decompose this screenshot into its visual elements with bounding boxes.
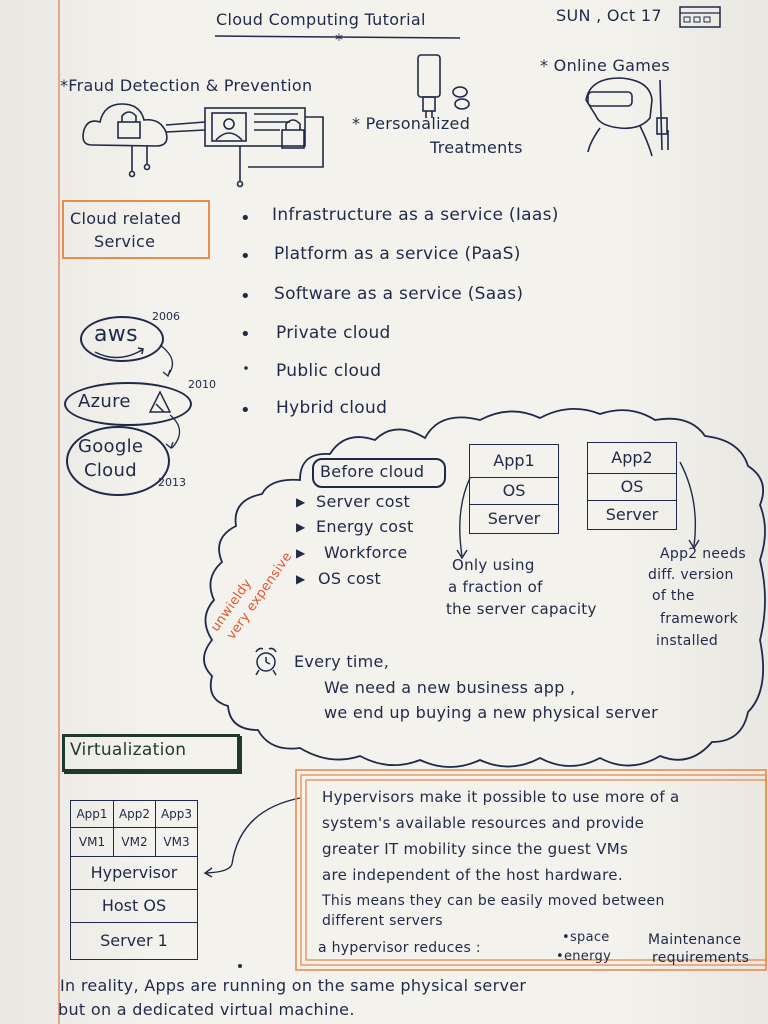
gamer-helmet-icon [585, 77, 669, 157]
before-cloud-title-box [312, 458, 446, 488]
reduces-item: •space [562, 930, 610, 945]
app2-cell: App2 [587, 442, 677, 474]
app2-note-5: installed [656, 633, 719, 649]
bullet: • [240, 286, 251, 307]
everytime-3: we end up buying a new physical server [324, 703, 658, 722]
reduces-label: a hypervisor reduces : [318, 940, 481, 956]
cost-item: Energy cost [316, 517, 414, 536]
cloud-service-label-1: Cloud related [70, 209, 182, 228]
aws-oval [80, 316, 164, 362]
cost-item: Server cost [316, 492, 411, 511]
bullet: • [240, 208, 251, 229]
hypervisor-note-line: Hypervisors make it possible to use more… [322, 788, 680, 806]
cost-item: Workforce [324, 543, 408, 562]
hypervisor-note-line: This means they can be easily moved betw… [322, 893, 665, 909]
aws-logo: aws [94, 322, 138, 347]
service-item: Infrastructure as a service (Iaas) [272, 205, 559, 225]
reduces-tail-1: Maintenance [648, 932, 742, 948]
bullet: • [240, 324, 251, 345]
app1-cell: App1 [469, 444, 559, 478]
use-case-fraud: *Fraud Detection & Prevention [60, 76, 313, 95]
device-lock-icon [204, 107, 324, 188]
reduces-tail-2: requirements [652, 950, 750, 966]
bullet-arrow-icon: ▶ [296, 520, 306, 534]
asterisk: * [335, 30, 343, 49]
cost-item: OS cost [318, 569, 382, 588]
virtualization-title-box [62, 734, 240, 772]
before-cloud-title: Before cloud [320, 462, 425, 481]
vm-cell: VM3 [155, 827, 198, 857]
server-cell: Server 1 [70, 922, 198, 960]
hypervisor-cell: Hypervisor [70, 856, 198, 890]
bullet-arrow-icon: ▶ [296, 572, 306, 586]
service-item: Hybrid cloud [276, 398, 388, 418]
use-case-games: * Online Games [540, 56, 670, 75]
service-item: Platform as a service (PaaS) [274, 244, 521, 264]
use-case-personalized-2: Treatments [430, 138, 523, 157]
medicine-vial-icon [417, 54, 470, 118]
everytime-2: We need a new business app , [324, 678, 576, 697]
google-label-2: Cloud [84, 460, 137, 481]
app1-server-cell: Server [469, 504, 559, 534]
page-date: SUN , Oct 17 [556, 6, 662, 25]
footer-line-1: In reality, Apps are running on the same… [60, 976, 527, 995]
hypervisor-note-line: different servers [322, 913, 443, 929]
app2-note-4: framework [660, 611, 739, 627]
vm-cell: VM1 [70, 827, 114, 857]
hypervisor-note-line: system's available resources and provide [322, 814, 645, 832]
app2-server-cell: Server [587, 500, 677, 530]
bullet-arrow-icon: ▶ [296, 495, 306, 509]
everytime-1: Every time, [294, 652, 390, 671]
host-os-cell: Host OS [70, 889, 198, 923]
title-underline [214, 35, 461, 39]
vm-cell: VM2 [113, 827, 156, 857]
calendar-icon [679, 6, 721, 28]
aws-year: 2006 [152, 310, 180, 323]
fraction-note-3: the server capacity [446, 600, 597, 618]
reduces-item: •energy [556, 949, 612, 964]
google-year: 2013 [158, 476, 186, 489]
alarm-clock-icon [255, 647, 277, 676]
app2-note-2: diff. version [648, 567, 734, 583]
app2-os-cell: OS [587, 473, 677, 501]
service-item: Public cloud [276, 361, 382, 381]
bullet: • [240, 246, 251, 267]
vm-app-cell: App2 [113, 800, 156, 828]
hypervisor-note-border-3 [305, 779, 767, 961]
app1-os-cell: OS [469, 477, 559, 505]
service-item: Private cloud [276, 323, 391, 343]
before-cloud-outline [203, 407, 766, 768]
bullet-arrow-icon: ▶ [296, 546, 306, 560]
hypervisor-note-line: are independent of the host hardware. [322, 866, 623, 884]
app2-note-3: of the [652, 588, 695, 604]
margin-line [58, 0, 60, 1024]
virtualization-title: Virtualization [70, 740, 187, 760]
use-case-personalized-1: * Personalized [352, 114, 471, 133]
service-item: Software as a service (Saas) [274, 284, 524, 304]
cloud-service-label-box [62, 200, 210, 259]
azure-label: Azure [78, 391, 131, 412]
footer-line-2: but on a dedicated virtual machine. [58, 1000, 355, 1019]
bullet: • [240, 400, 251, 421]
azure-oval [64, 382, 192, 426]
vm-app-cell: App1 [70, 800, 114, 828]
fraction-note-2: a fraction of [448, 578, 543, 596]
google-oval [66, 426, 170, 496]
app2-note-1: App2 needs [660, 546, 746, 562]
azure-year: 2010 [188, 378, 216, 391]
google-label-1: Google [78, 436, 144, 457]
vm-app-cell: App3 [155, 800, 198, 828]
fraction-note-1: Only using [452, 556, 535, 574]
cloud-lock-icon [82, 103, 206, 178]
hypervisor-note-line: greater IT mobility since the guest VMs [322, 840, 629, 858]
page-title: Cloud Computing Tutorial [216, 10, 426, 29]
cloud-service-label-2: Service [94, 232, 156, 251]
